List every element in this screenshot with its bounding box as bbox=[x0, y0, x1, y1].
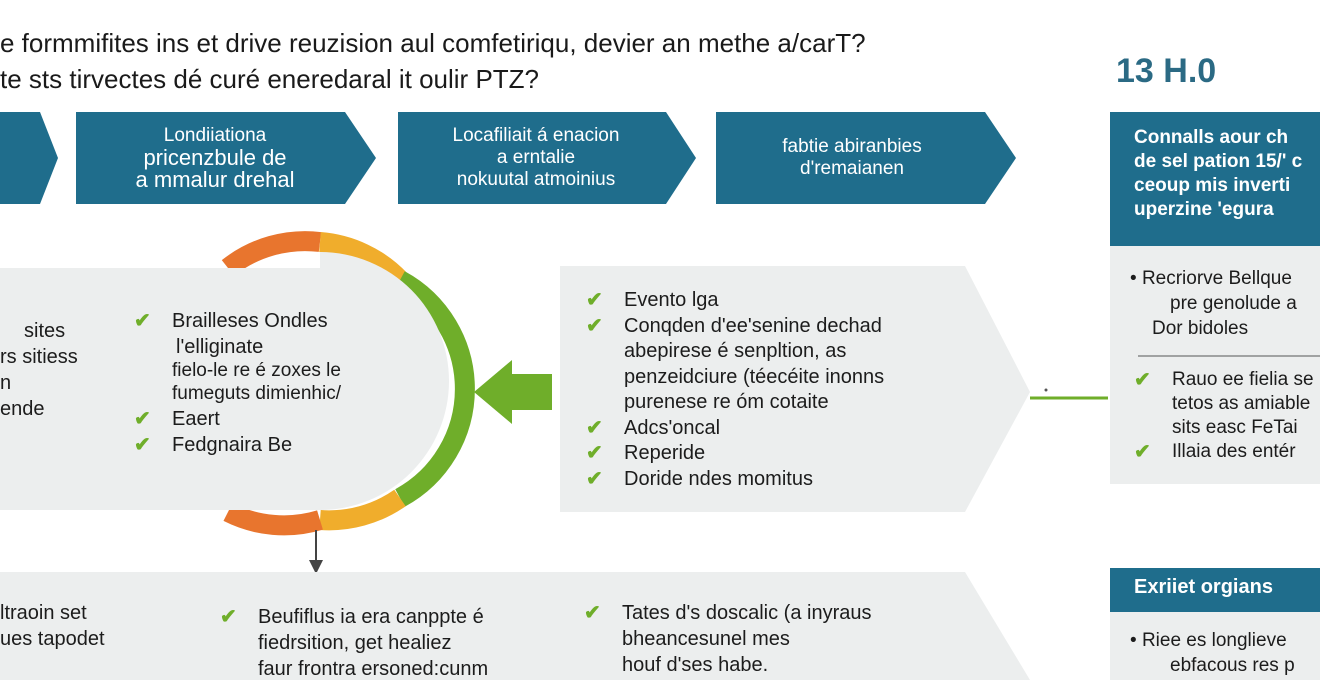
step-arrow-3 bbox=[716, 112, 1016, 204]
check-icon: ✔ bbox=[220, 606, 237, 628]
center-checklist: ✔ Evento lga ✔ Conqden d'ee'senine decha… bbox=[586, 288, 884, 492]
center-item-2-line-4: purenese re óm cotaite bbox=[624, 391, 829, 413]
step-arrow-2 bbox=[398, 112, 696, 204]
circle-item-3: Fedgnaira Be bbox=[172, 434, 293, 456]
step-3-line-1: fabtie abiranbies bbox=[782, 136, 922, 157]
right-panel-heading: Connalls aour ch de sel pation 15/' c ce… bbox=[1110, 122, 1320, 222]
center-item-5: Doride ndes momitus bbox=[624, 467, 813, 490]
circle-ring-orange-bottom bbox=[223, 502, 323, 536]
circle-ring-orange-top bbox=[221, 231, 322, 276]
right-head-line-1: Connalls aour ch bbox=[1134, 127, 1289, 148]
left-fragment-line-3: n bbox=[0, 372, 12, 394]
check-icon: ✔ bbox=[1134, 369, 1151, 391]
step-arrow-1 bbox=[76, 112, 376, 204]
header-line-2: te sts tirvectes dé curé eneredaral it o… bbox=[0, 64, 540, 94]
circle-fill bbox=[320, 252, 449, 510]
check-icon: ✔ bbox=[586, 416, 603, 439]
step-2-line-1: Locafiliait á enacion bbox=[452, 125, 620, 146]
center-item-4: Reperide bbox=[624, 442, 706, 464]
right-bullet-line-1: Recriorve Bellque bbox=[1141, 268, 1292, 289]
bottom-left-line-1: ltraoin set bbox=[0, 602, 87, 624]
step-1-line-3: a mmalur drehal bbox=[135, 167, 295, 192]
step-2-line-3: nokuutal atmoinius bbox=[456, 169, 616, 190]
step-1-line-2: pricenzbule de bbox=[143, 145, 287, 170]
step-3-line-2: d'remaianen bbox=[800, 158, 904, 179]
check-icon: ✔ bbox=[134, 310, 151, 332]
circle-item-1-line-3: fielo-le re é zoxes le bbox=[172, 360, 341, 381]
step-label-3: fabtie abiranbies d'remaianen bbox=[724, 114, 980, 202]
right-panel-checklist: ✔ Rauo ee fielia se tetos as amiable sit… bbox=[1134, 368, 1320, 464]
right-head-line-4: uperzine 'egura bbox=[1134, 199, 1274, 220]
left-fragment-line-2: rs sitiess bbox=[0, 346, 78, 368]
bottom-panel-heading: Exriiet orgians bbox=[1134, 576, 1273, 598]
center-item-2-line-3: penzeidciure (téecéite inonns bbox=[624, 365, 885, 388]
bottom-right-text: ✔ Tates d's doscalic (a inyraus bheances… bbox=[584, 600, 871, 678]
bottom-bullet-line-1: Riee es longlieve bbox=[1141, 630, 1287, 651]
circle-ring-yellow-top bbox=[318, 232, 408, 288]
bottom-left-text: ltraoin set ues tapodet bbox=[0, 600, 105, 652]
step-2-line-2: a erntalie bbox=[496, 147, 576, 168]
bottom-panel bbox=[0, 572, 1030, 680]
bottom-bullet-line-2: ebfacous res p bbox=[1170, 655, 1295, 676]
left-fragment: sites rs sitiess n ende bbox=[0, 318, 78, 422]
circle-item-1-line-4: fumeguts dimienhic/ bbox=[172, 383, 341, 404]
circle-item-2: Eaert bbox=[172, 408, 220, 430]
center-item-2-line-1: Conqden d'ee'senine dechad bbox=[624, 314, 882, 337]
panel-badge-title: 13 H.0 bbox=[1116, 52, 1217, 90]
right-panel-head bbox=[1110, 112, 1320, 246]
center-item-1: Evento lga bbox=[624, 289, 719, 311]
bottom-panel-bullets: • Riee es longlieve ebfacous res p bbox=[1130, 628, 1320, 678]
center-item-3: Adcs'oncal bbox=[624, 416, 721, 439]
circle-item-1-line-2: l'elliginate bbox=[176, 336, 264, 358]
center-panel bbox=[560, 266, 1030, 512]
circle-ring-yellow-bottom bbox=[319, 489, 406, 531]
right-head-line-2: de sel pation 15/' c bbox=[1134, 151, 1303, 172]
right-check-1-line-2: tetos as amiable bbox=[1172, 393, 1311, 414]
bottom-right-panel-head bbox=[1110, 568, 1320, 612]
right-panel-bullets: • Recriorve Bellque pre genolude a Dor b… bbox=[1130, 266, 1320, 341]
step-label-2: Locafiliait á enacion a erntalie nokuuta… bbox=[408, 114, 664, 202]
bottom-right-line-2: bheancesunel mes bbox=[622, 628, 790, 650]
left-fragment-line-4: ende bbox=[0, 398, 45, 420]
right-check-1-line-1: Rauo ee fielia se bbox=[1172, 369, 1314, 390]
circle-ring-green bbox=[395, 271, 475, 507]
check-icon: ✔ bbox=[1134, 441, 1151, 463]
bullet-icon: • bbox=[1130, 268, 1142, 289]
step-1-line-1: Londiiationa bbox=[163, 125, 267, 146]
step-label-1: Londiiationa pricenzbule de a mmalur dre… bbox=[90, 114, 340, 202]
bottom-mid-text: ✔ Beufiflus ia era canppte é fiedrsition… bbox=[220, 604, 488, 682]
bottom-right-line-1: Tates d's doscalic (a inyraus bbox=[622, 602, 872, 624]
left-fragment-line-1: sites bbox=[24, 320, 66, 342]
right-check-1-line-3: sits easc FeTai bbox=[1172, 417, 1298, 438]
circle-item-1-line-1: Brailleses Ondles bbox=[172, 310, 328, 332]
check-icon: ✔ bbox=[584, 602, 601, 624]
check-icon: ✔ bbox=[586, 442, 603, 464]
header-line-1: e formmifites ins et drive reuzision aul… bbox=[0, 28, 866, 58]
bullet-icon: • bbox=[1130, 630, 1142, 651]
circle-checklist: ✔ Brailleses Ondles l'elliginate fielo-l… bbox=[134, 308, 341, 458]
check-icon: ✔ bbox=[586, 467, 603, 490]
right-bullet-line-2: pre genolude a bbox=[1170, 293, 1297, 314]
center-item-2-line-2: abepirese é senpltion, as bbox=[624, 340, 847, 362]
bottom-right-line-3: houf d'ses habe. bbox=[622, 654, 769, 676]
right-head-line-3: ceoup mis inverti bbox=[1134, 175, 1291, 196]
check-icon: ✔ bbox=[134, 434, 151, 456]
bottom-mid-line-2: fiedrsition, get healiez bbox=[258, 632, 452, 654]
check-icon: ✔ bbox=[586, 289, 603, 311]
right-check-2: Illaia des entér bbox=[1172, 441, 1296, 462]
check-icon: ✔ bbox=[586, 314, 603, 337]
step-arrow-0 bbox=[0, 112, 58, 204]
bottom-left-line-2: ues tapodet bbox=[0, 628, 105, 650]
right-bullet-line-3: Dor bidoles bbox=[1152, 318, 1249, 339]
green-arrow-left bbox=[474, 360, 552, 424]
check-icon: ✔ bbox=[134, 408, 151, 430]
bottom-mid-line-3: faur frontra ersoned:cunm bbox=[258, 658, 489, 680]
bottom-mid-line-1: Beufiflus ia era canppte é bbox=[258, 606, 484, 628]
